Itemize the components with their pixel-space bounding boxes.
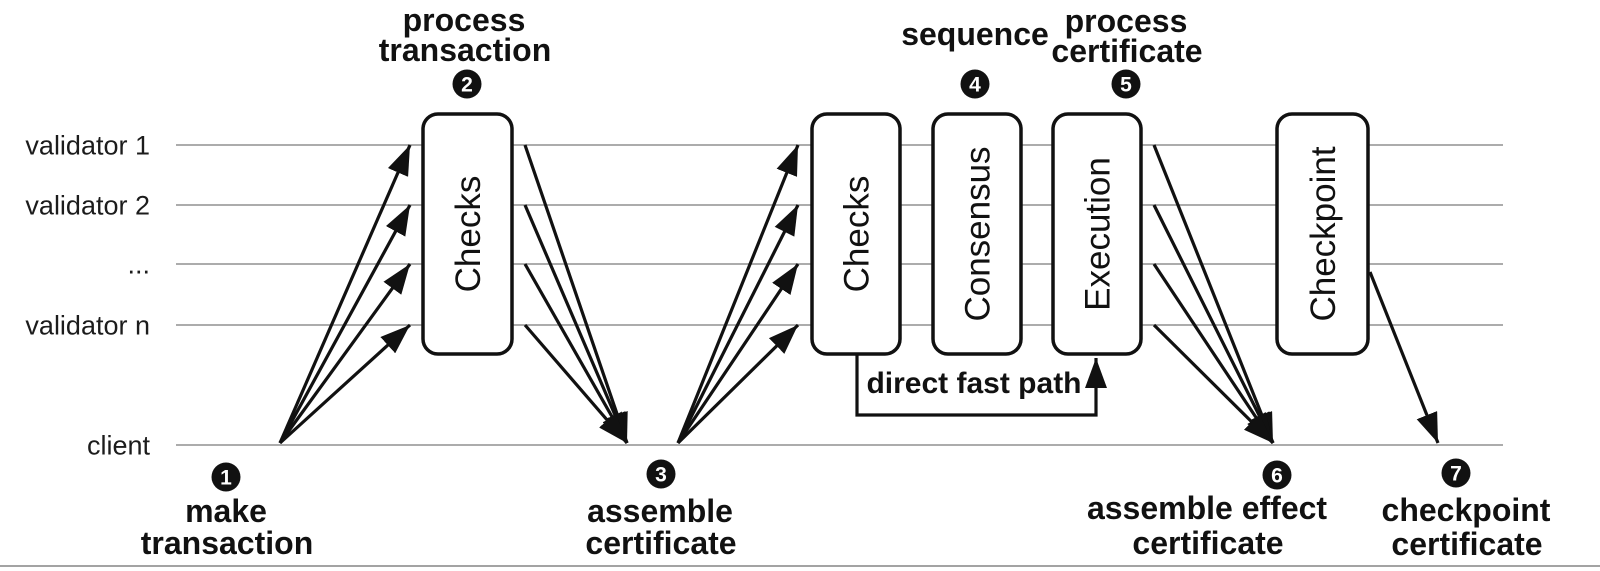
box-checks-1 <box>421 112 514 356</box>
badge-4-number: 4 <box>969 73 981 96</box>
lane-label-validator-2: validator 2 <box>25 190 150 220</box>
step-2-label-line2: transaction <box>379 32 551 68</box>
badge-3: 3 <box>646 459 676 489</box>
badge-1: 1 <box>211 462 241 492</box>
step-5-label-line1: process <box>1065 3 1188 39</box>
box-checks-2 <box>810 112 902 356</box>
badge-3-circle <box>646 459 676 489</box>
badge-7-number: 7 <box>1450 462 1462 485</box>
arrow-client-to-validatorn <box>278 323 412 445</box>
effect-certificate-arrows <box>1152 144 1275 445</box>
arrow-client-to-validatorn-2 <box>676 323 800 445</box>
arrow-validator1-to-client <box>523 144 629 444</box>
step-badges: 1 2 3 4 5 6 7 <box>211 69 1471 492</box>
step-6-label-line2: certificate <box>1132 525 1283 561</box>
badge-2-circle <box>452 69 482 99</box>
arrow-validator2-to-client <box>523 204 629 444</box>
step-labels: make transaction process transaction ass… <box>141 2 1551 562</box>
arrow-client-to-validator1 <box>278 144 412 444</box>
step-7-label-line1: checkpoint <box>1382 492 1551 528</box>
submit-certificate-arrows <box>676 144 800 445</box>
badge-3-number: 3 <box>655 463 667 486</box>
lane-label-validator-n: validator n <box>25 310 150 340</box>
badge-2: 2 <box>452 69 482 99</box>
badge-5: 5 <box>1111 69 1141 99</box>
box-label-checks-2: Checks <box>837 176 876 293</box>
arrow-checkpoint-to-client <box>1368 271 1440 444</box>
badge-6-number: 6 <box>1271 464 1283 487</box>
badge-5-circle <box>1111 69 1141 99</box>
arrow-client-to-ellipsis-2 <box>676 263 800 444</box>
badge-4-circle <box>960 69 990 99</box>
box-label-checks-1: Checks <box>449 176 488 293</box>
lane-label-validator-1: validator 1 <box>25 130 150 160</box>
lane-label-client: client <box>87 430 151 460</box>
badge-6-circle <box>1262 460 1292 490</box>
lane-label-ellipsis: ... <box>127 249 150 279</box>
lane-labels: validator 1 validator 2 ... validator n … <box>25 130 150 460</box>
box-execution <box>1051 112 1143 356</box>
direct-fast-path-line <box>855 354 1107 417</box>
box-label-execution: Execution <box>1078 157 1117 311</box>
step-7-label-line2: certificate <box>1391 526 1542 562</box>
box-label-consensus: Consensus <box>958 146 997 321</box>
step-2-label-line1: process <box>403 2 526 38</box>
step-5-label-line2: certificate <box>1051 33 1202 69</box>
badge-1-number: 1 <box>220 466 232 489</box>
step-3-label-line2: certificate <box>585 525 736 561</box>
stage-boxes: Checks Checks Consensus Execution Checkp… <box>421 112 1370 356</box>
step-6-label-line1: assemble effect <box>1087 490 1327 526</box>
arrow-ellipsis-to-client-2 <box>1152 263 1275 444</box>
arrow-validator2-to-client-2 <box>1152 204 1275 444</box>
step-1-label-line2: transaction <box>141 525 313 561</box>
badge-5-number: 5 <box>1120 73 1132 96</box>
direct-fast-path-label: direct fast path <box>866 367 1081 400</box>
arrow-validatorn-to-client <box>523 323 629 445</box>
badge-7-circle <box>1441 458 1471 488</box>
arrow-client-to-validator2 <box>278 204 412 444</box>
arrow-client-to-ellipsis <box>278 263 412 444</box>
box-checkpoint <box>1275 112 1370 356</box>
arrow-client-to-validator1-2 <box>676 144 800 444</box>
badge-4: 4 <box>960 69 990 99</box>
arrow-validator1-to-client-2 <box>1152 144 1275 444</box>
step-1-label-line1: make <box>185 493 267 529</box>
badge-2-number: 2 <box>461 73 473 96</box>
badge-7: 7 <box>1441 458 1471 488</box>
direct-fast-path: direct fast path <box>855 354 1107 417</box>
make-transaction-arrows <box>278 144 412 445</box>
box-consensus <box>931 112 1023 356</box>
step-4-label: sequence <box>901 16 1049 52</box>
assemble-certificate-arrows <box>523 144 629 445</box>
step-3-label-line1: assemble <box>587 493 733 529</box>
box-label-checkpoint: Checkpoint <box>1304 146 1343 321</box>
badge-6: 6 <box>1262 460 1292 490</box>
arrow-validatorn-to-client-2 <box>1152 323 1275 445</box>
arrow-client-to-validator2-2 <box>676 204 800 444</box>
badge-1-circle <box>211 462 241 492</box>
